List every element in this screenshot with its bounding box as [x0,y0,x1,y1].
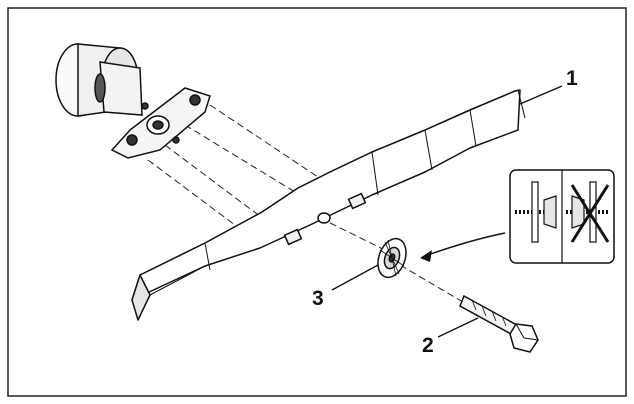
correct-orientation [515,181,557,243]
callout-3: 3 [312,287,324,310]
callout-1: 1 [566,67,578,90]
washer [377,237,407,279]
blade [131,89,526,321]
leader-lines [331,85,563,338]
detail-arrow [420,232,506,262]
orientation-inset [509,169,615,264]
bolt [459,294,539,353]
incorrect-orientation [566,181,610,243]
motor-spindle [55,43,211,159]
callout-2: 2 [422,334,434,357]
